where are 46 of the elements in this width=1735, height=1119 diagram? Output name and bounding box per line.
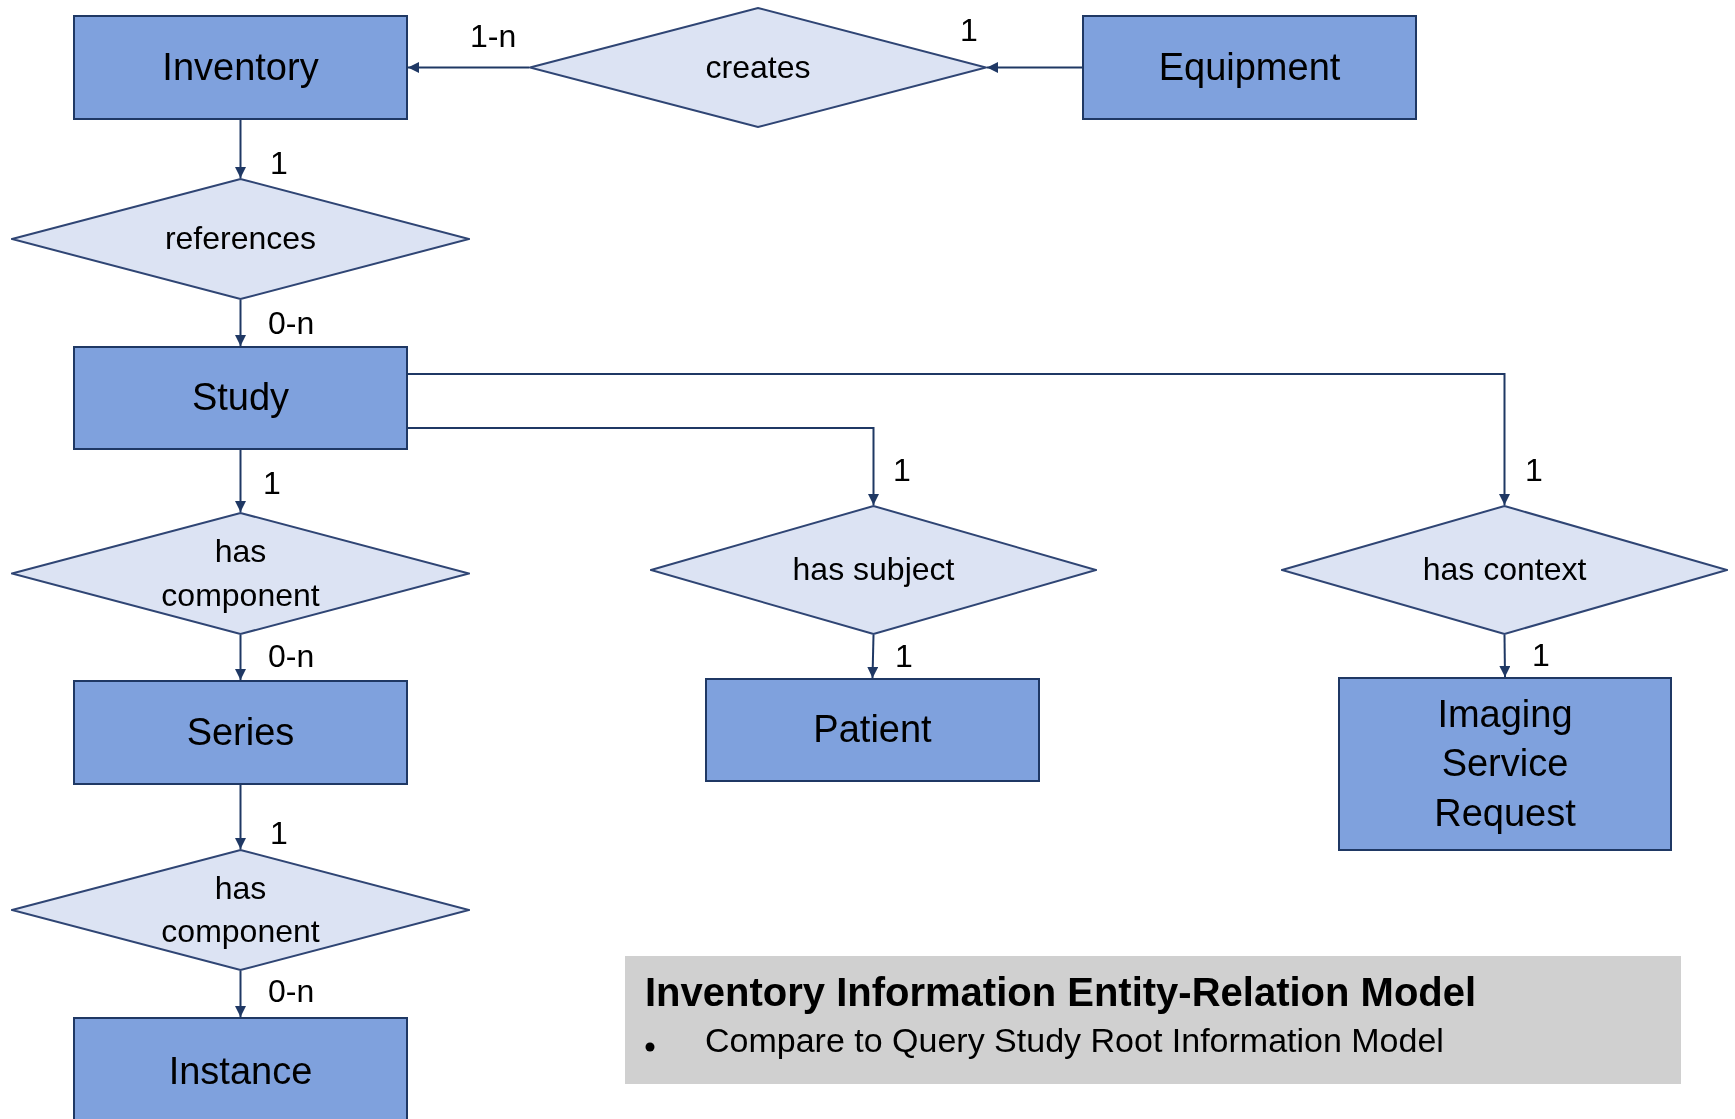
arrow xyxy=(867,634,879,679)
cardinality-label: 1 xyxy=(263,465,281,502)
arrow xyxy=(235,119,246,179)
cardinality-label: 1 xyxy=(1532,637,1550,674)
cardinality-label: 1 xyxy=(895,638,913,675)
cardinality-label: 0-n xyxy=(268,305,315,342)
relationship-name: has component xyxy=(160,868,321,951)
cardinality-label: 1 xyxy=(960,12,978,49)
cardinality-label: 0-n xyxy=(268,973,315,1010)
arrow xyxy=(235,970,246,1018)
arrow xyxy=(986,62,1083,73)
cardinality-label: 1 xyxy=(1525,452,1543,489)
entity-name: Imaging Service Request xyxy=(1433,691,1577,836)
relationship-name: has component xyxy=(160,532,321,615)
entity-name: Patient xyxy=(813,707,932,753)
entity-box xyxy=(73,680,408,785)
arrow xyxy=(235,299,246,347)
relationship-name: has subject xyxy=(791,550,956,590)
heading: Inventory Information Entity-Relation Model xyxy=(645,970,1477,1015)
entity-box xyxy=(73,346,408,450)
arrow xyxy=(1499,634,1511,678)
arrow xyxy=(235,634,246,681)
arrow xyxy=(407,373,1510,506)
cardinality-label: 1 xyxy=(270,145,288,182)
arrow xyxy=(235,784,246,850)
cardinality-label: 0-n xyxy=(268,638,315,675)
arrow xyxy=(407,427,879,506)
entity-box xyxy=(73,15,408,120)
entity-name: Equipment xyxy=(1158,44,1341,90)
entity-box xyxy=(1338,677,1672,851)
bullet-text: Compare to Query Study Root Information Model xyxy=(705,1021,1444,1060)
entity-box xyxy=(705,678,1040,782)
entity-name: Series xyxy=(186,709,295,755)
entity-name: Study xyxy=(191,375,290,421)
relationship-name: references xyxy=(163,219,318,259)
entity-name: Inventory xyxy=(162,44,319,90)
relationship-name: creates xyxy=(704,47,812,87)
cardinality-label: 1 xyxy=(893,452,911,489)
cardinality-label: 1 xyxy=(270,815,288,852)
entity-name: Instance xyxy=(168,1049,313,1095)
arrow xyxy=(235,449,246,513)
arrow xyxy=(407,62,530,73)
cardinality-label: 1-n xyxy=(470,18,517,55)
entity-box xyxy=(73,1017,408,1119)
relationship-name: has context xyxy=(1421,550,1588,590)
entity-box xyxy=(1082,15,1417,120)
